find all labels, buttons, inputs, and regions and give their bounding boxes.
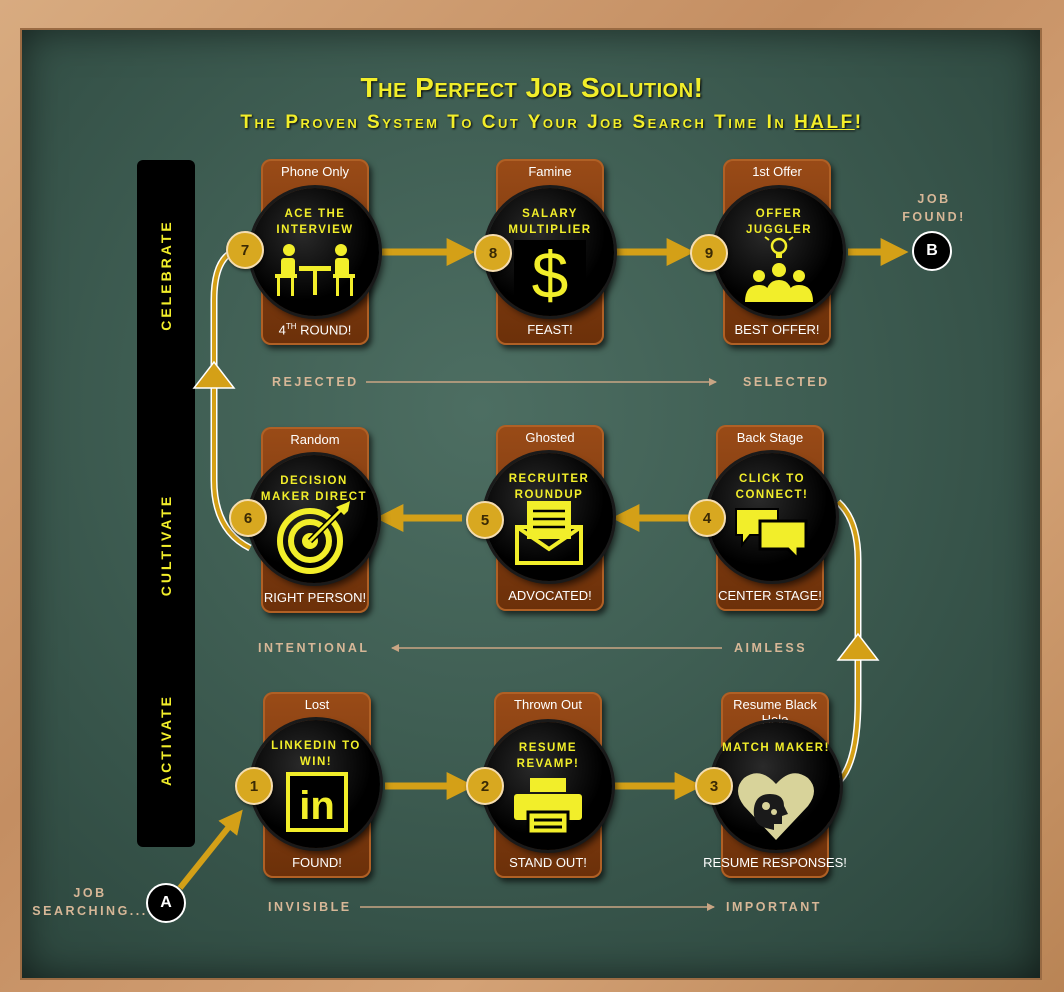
step-2-after: STAND OUT! xyxy=(509,855,587,870)
step-6-before: Random xyxy=(290,432,340,447)
step-2-before: Thrown Out xyxy=(514,697,582,712)
step-5-after: ADVOCATED! xyxy=(508,588,592,603)
step-9-name: OFFER JUGGLER xyxy=(745,208,813,236)
step-1-circle: LINKEDIN TO WIN! in xyxy=(252,720,380,848)
step-9-number: 9 xyxy=(690,234,728,272)
step-5-before: Ghosted xyxy=(525,430,575,445)
step-1-before: Lost xyxy=(304,697,330,712)
step-7-circle: ACE THE INTERVIEW xyxy=(251,188,379,316)
step-7-before: Phone Only xyxy=(281,164,349,179)
end-node-b: B xyxy=(912,231,952,271)
step-1-after: FOUND! xyxy=(292,855,342,870)
step-7-after: 4TH ROUND! xyxy=(278,321,352,337)
transition-to-selected: SELECTED xyxy=(743,375,830,389)
step-7-number: 7 xyxy=(226,231,264,269)
step-8-number: 8 xyxy=(474,234,512,272)
transition-from-rejected: REJECTED xyxy=(272,375,359,389)
step-5-number: 5 xyxy=(466,501,504,539)
team-idea-icon xyxy=(745,236,813,302)
step-9-circle: OFFER JUGGLER xyxy=(715,188,843,316)
subtitle-prefix: The Proven System To Cut Your Job Search… xyxy=(240,112,795,133)
chat-bubbles-icon xyxy=(735,508,808,561)
svg-text:$: $ xyxy=(532,240,569,304)
step-7-name: ACE THE INTERVIEW xyxy=(276,208,354,236)
step-3-number: 3 xyxy=(695,767,733,805)
step-6-circle: DECISION MAKER DIRECT xyxy=(250,455,378,583)
subtitle-suffix: ! xyxy=(854,112,864,133)
linkedin-icon: in xyxy=(286,772,348,832)
step-4-before: Back Stage xyxy=(736,430,804,445)
transition-to-intentional: INTENTIONAL xyxy=(258,641,370,655)
step-2-number: 2 xyxy=(466,767,504,805)
page-title: The Perfect Job Solution! xyxy=(360,72,704,103)
step-4-number: 4 xyxy=(688,499,726,537)
step-8-before: Famine xyxy=(528,164,572,179)
step-8-after: FEAST! xyxy=(527,322,573,337)
arrow-3-4-head xyxy=(836,632,880,661)
step-6-number: 6 xyxy=(229,499,267,537)
step-8-name: SALARY MULTIPLIER xyxy=(508,208,592,236)
transition-to-important: IMPORTANT xyxy=(726,900,822,914)
step-2-name: RESUME REVAMP! xyxy=(516,742,580,770)
interview-icon xyxy=(275,244,355,296)
step-1-number: 1 xyxy=(235,767,273,805)
dollar-icon: $ xyxy=(514,240,586,304)
step-4-after: CENTER STAGE! xyxy=(718,588,822,603)
step-9-before: 1st Offer xyxy=(752,164,802,179)
page-subtitle: The Proven System To Cut Your Job Search… xyxy=(0,112,1064,134)
step-3-circle: MATCH MAKER! xyxy=(712,722,840,850)
step-2-circle: RESUME REVAMP! xyxy=(484,722,612,850)
transition-from-aimless: AIMLESS xyxy=(734,641,808,655)
envelope-icon xyxy=(515,501,583,565)
arrow-a-1 xyxy=(177,809,243,890)
printer-icon xyxy=(514,778,582,836)
step-6-after: RIGHT PERSON! xyxy=(263,590,367,605)
target-icon xyxy=(277,501,350,574)
step-4-name: CLICK TO CONNECT! xyxy=(735,473,809,501)
step-4-circle: CLICK TO CONNECT! xyxy=(708,453,836,581)
svg-text:in: in xyxy=(299,784,335,828)
step-3-name: MATCH MAKER! xyxy=(722,742,830,754)
start-node-a: A xyxy=(146,883,186,923)
subtitle-emphasis: HALF xyxy=(794,112,855,133)
transition-from-invisible: INVISIBLE xyxy=(268,900,352,914)
step-5-circle: RECRUITER ROUNDUP xyxy=(485,453,613,581)
heart-head-icon xyxy=(738,773,814,840)
step-5-name: RECRUITER ROUNDUP xyxy=(508,473,590,501)
step-6-name: DECISION MAKER DIRECT xyxy=(260,475,368,503)
step-1-name: LINKEDIN TO WIN! xyxy=(271,740,361,768)
step-9-after: BEST OFFER! xyxy=(734,322,820,337)
step-3-after: RESUME RESPONSES! xyxy=(703,855,847,870)
arrow-6-7-head xyxy=(192,360,236,389)
phase-bar xyxy=(137,160,195,847)
